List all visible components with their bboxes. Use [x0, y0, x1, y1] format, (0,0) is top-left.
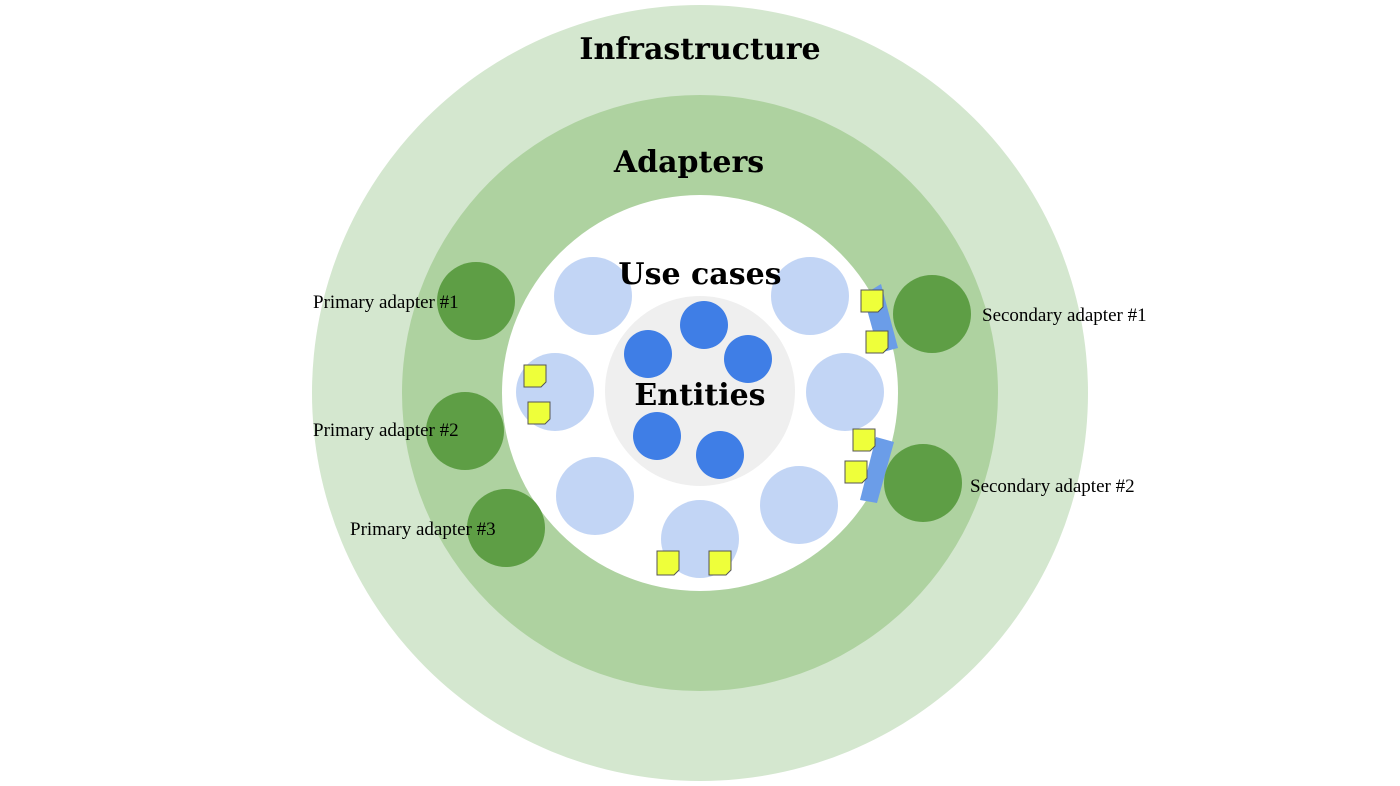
- sticky-note-icon: [865, 330, 889, 354]
- use-case-circle: [556, 457, 634, 535]
- secondary-adapter-label: Secondary adapter #2: [970, 476, 1135, 497]
- sticky-note-icon: [523, 364, 547, 388]
- adapter-circles: [426, 262, 971, 567]
- adapters-title: Adapters: [613, 145, 764, 180]
- entity-circles: [624, 301, 772, 479]
- sticky-note-icon: [844, 460, 868, 484]
- primary-adapter-label: Primary adapter #1: [313, 292, 459, 313]
- use-case-circle: [554, 257, 632, 335]
- sticky-note-icon: [708, 550, 732, 576]
- secondary-adapter-circle: [884, 444, 962, 522]
- entity-circle: [680, 301, 728, 349]
- use-case-circle: [771, 257, 849, 335]
- entities-title: Entities: [634, 378, 765, 413]
- use-case-circle: [806, 353, 884, 431]
- primary-adapter-circle: [426, 392, 504, 470]
- entity-circle: [696, 431, 744, 479]
- sticky-note-icon: [527, 401, 551, 425]
- sticky-note-icon: [656, 550, 680, 576]
- secondary-adapter-circle: [893, 275, 971, 353]
- sticky-note-icon: [852, 428, 876, 452]
- port-bar: [860, 437, 894, 503]
- primary-adapter-circle: [467, 489, 545, 567]
- primary-adapter-label: Primary adapter #2: [313, 420, 459, 441]
- infrastructure-title: Infrastructure: [579, 32, 820, 67]
- primary-adapter-circle: [437, 262, 515, 340]
- primary-adapter-label: Primary adapter #3: [350, 519, 496, 540]
- entity-circle: [633, 412, 681, 460]
- use-case-circle: [760, 466, 838, 544]
- use-cases-title: Use cases: [618, 257, 781, 292]
- sticky-note-icon: [860, 289, 884, 313]
- entity-circle: [724, 335, 772, 383]
- secondary-adapter-label: Secondary adapter #1: [982, 305, 1147, 326]
- sticky-notes: [523, 289, 889, 576]
- entity-circle: [624, 330, 672, 378]
